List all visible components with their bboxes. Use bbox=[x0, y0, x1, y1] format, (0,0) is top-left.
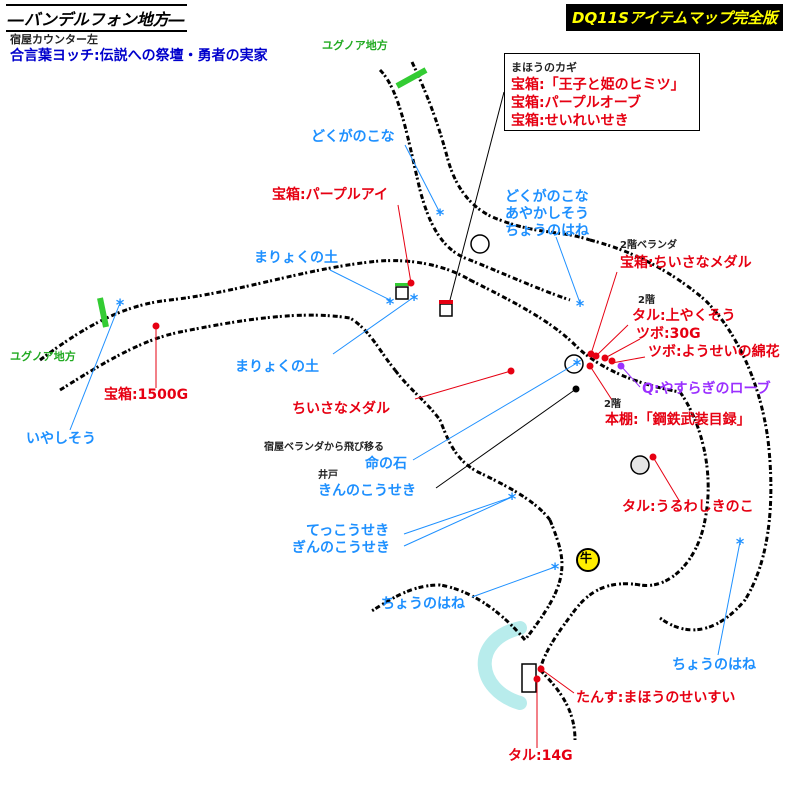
label-life-stone: 命の石 bbox=[365, 456, 407, 472]
spot-iyashisou: * bbox=[116, 295, 125, 314]
dot-30g bbox=[601, 354, 609, 362]
key-box-item: 宝箱:せいれいせき bbox=[511, 113, 629, 129]
label-floor2-b: 2階 bbox=[604, 399, 621, 410]
label-silver-ore: ぎんのこうせき bbox=[292, 540, 390, 556]
label-veranda-medal: 宝箱:ちいさなメダル bbox=[620, 255, 752, 271]
spot-mana-soil-1: * bbox=[386, 294, 395, 313]
dot-cotton bbox=[608, 357, 616, 365]
region-label-west: ユグノア地方 bbox=[10, 350, 76, 363]
region-label-north: ユグノア地方 bbox=[322, 39, 388, 52]
label-veranda: 2階ベランダ bbox=[620, 240, 677, 251]
region-boundary-north bbox=[395, 67, 428, 89]
round-rock-2 bbox=[564, 354, 584, 374]
label-butterfly-1: ちょうのはね bbox=[381, 596, 465, 612]
dot-dresser bbox=[537, 665, 545, 673]
inn-marker-icon bbox=[439, 303, 453, 317]
label-veranda-jump: 宿屋ベランダから飛び移る bbox=[264, 442, 384, 453]
label-barrel-yakusou: タル:上やくそう bbox=[632, 308, 736, 324]
label-barrel-mushroom: タル:うるわしきのこ bbox=[622, 499, 754, 515]
label-floor2-a: 2階 bbox=[638, 295, 655, 306]
label-purple-eye: 宝箱:パープルアイ bbox=[272, 187, 389, 203]
label-dresser: たんす:まほうのせいすい bbox=[576, 690, 736, 706]
dot-14g bbox=[533, 675, 541, 683]
key-box-item: 宝箱:「王子と姫のヒミツ」 bbox=[511, 77, 685, 93]
key-box-title: まほうのカギ bbox=[511, 61, 577, 74]
map-title: ―バンデルフォン地方― bbox=[6, 4, 187, 32]
label-mana-soil-2: まりょくの土 bbox=[235, 359, 319, 375]
inn-marker-roof bbox=[439, 300, 453, 304]
spot-butterfly-1: * bbox=[551, 559, 560, 578]
inn-note-heading: 宿屋カウンター左 bbox=[10, 33, 98, 46]
inn-note-text: 合言葉ヨッチ:伝説への祭壇・勇者の実家 bbox=[10, 48, 268, 64]
label-pot-30g: ツボ:30G bbox=[636, 326, 701, 342]
label-small-medal: ちいさなメダル bbox=[292, 401, 390, 417]
shop-marker-circle bbox=[576, 548, 600, 572]
terrain-outline bbox=[39, 61, 773, 741]
label-quest-robe: Q:やすらぎのローブ bbox=[642, 381, 771, 397]
dot-quest bbox=[617, 362, 625, 370]
magic-key-box: まほうのカギ 宝箱:「王子と姫のヒミツ」 宝箱:パープルオーブ 宝箱:せいれいせ… bbox=[504, 53, 700, 131]
leader-lines bbox=[69, 91, 741, 748]
spot-life-stone: * bbox=[573, 355, 582, 374]
round-rock-3 bbox=[630, 455, 650, 475]
item-spot-markers: * * * * * * * * * bbox=[116, 205, 745, 578]
dot-well bbox=[572, 385, 580, 393]
region-boundary-west bbox=[97, 297, 109, 328]
green-roof bbox=[395, 283, 409, 286]
label-iron-ore: てっこうせき bbox=[306, 523, 390, 539]
spot-butterfly-2: * bbox=[736, 534, 745, 553]
map-badge: DQ11Sアイテムマップ完全版 bbox=[566, 4, 784, 31]
label-dokuga: どくがのこな bbox=[311, 129, 395, 145]
dot-mushroom bbox=[649, 453, 657, 461]
label-iyashisou: いやしそう bbox=[26, 431, 96, 447]
label-mana-soil-1: まりょくの土 bbox=[254, 250, 338, 266]
shop-icon: 牛 bbox=[580, 551, 593, 565]
dot-yakusou bbox=[592, 352, 600, 360]
label-pot-cotton: ツボ:ようせいの綿花 bbox=[648, 344, 780, 360]
key-box-item: 宝箱:パープルオーブ bbox=[511, 95, 641, 111]
spot-ore: * bbox=[508, 489, 517, 508]
spot-dokuga: * bbox=[436, 205, 445, 224]
label-well: 井戸 bbox=[318, 470, 338, 481]
label-chest-1500g: 宝箱:1500G bbox=[104, 387, 189, 403]
dot-1500g bbox=[152, 322, 160, 330]
chest-dot-markers bbox=[152, 279, 657, 683]
building-icon bbox=[395, 286, 409, 300]
dot-bookshelf bbox=[586, 362, 594, 370]
label-gold-ore: きんのこうせき bbox=[318, 483, 416, 499]
water-channel bbox=[477, 621, 527, 710]
dot-purple-eye bbox=[407, 279, 415, 287]
round-rock-1 bbox=[470, 234, 490, 254]
label-bookshelf: 本棚:「鋼鉄武装目録」 bbox=[605, 412, 751, 428]
label-barrel-14g: タル:14G bbox=[508, 748, 573, 764]
dot-small-medal bbox=[507, 367, 515, 375]
spot-dokuga-group: * bbox=[576, 296, 585, 315]
label-dokuga-group: あやかしそう bbox=[505, 206, 589, 222]
spot-mana-soil-2: * bbox=[410, 290, 419, 309]
label-dokuga-group: ちょうのはね bbox=[505, 223, 589, 239]
label-dokuga-group: どくがのこな bbox=[505, 189, 589, 205]
label-butterfly-2: ちょうのはね bbox=[672, 657, 756, 673]
